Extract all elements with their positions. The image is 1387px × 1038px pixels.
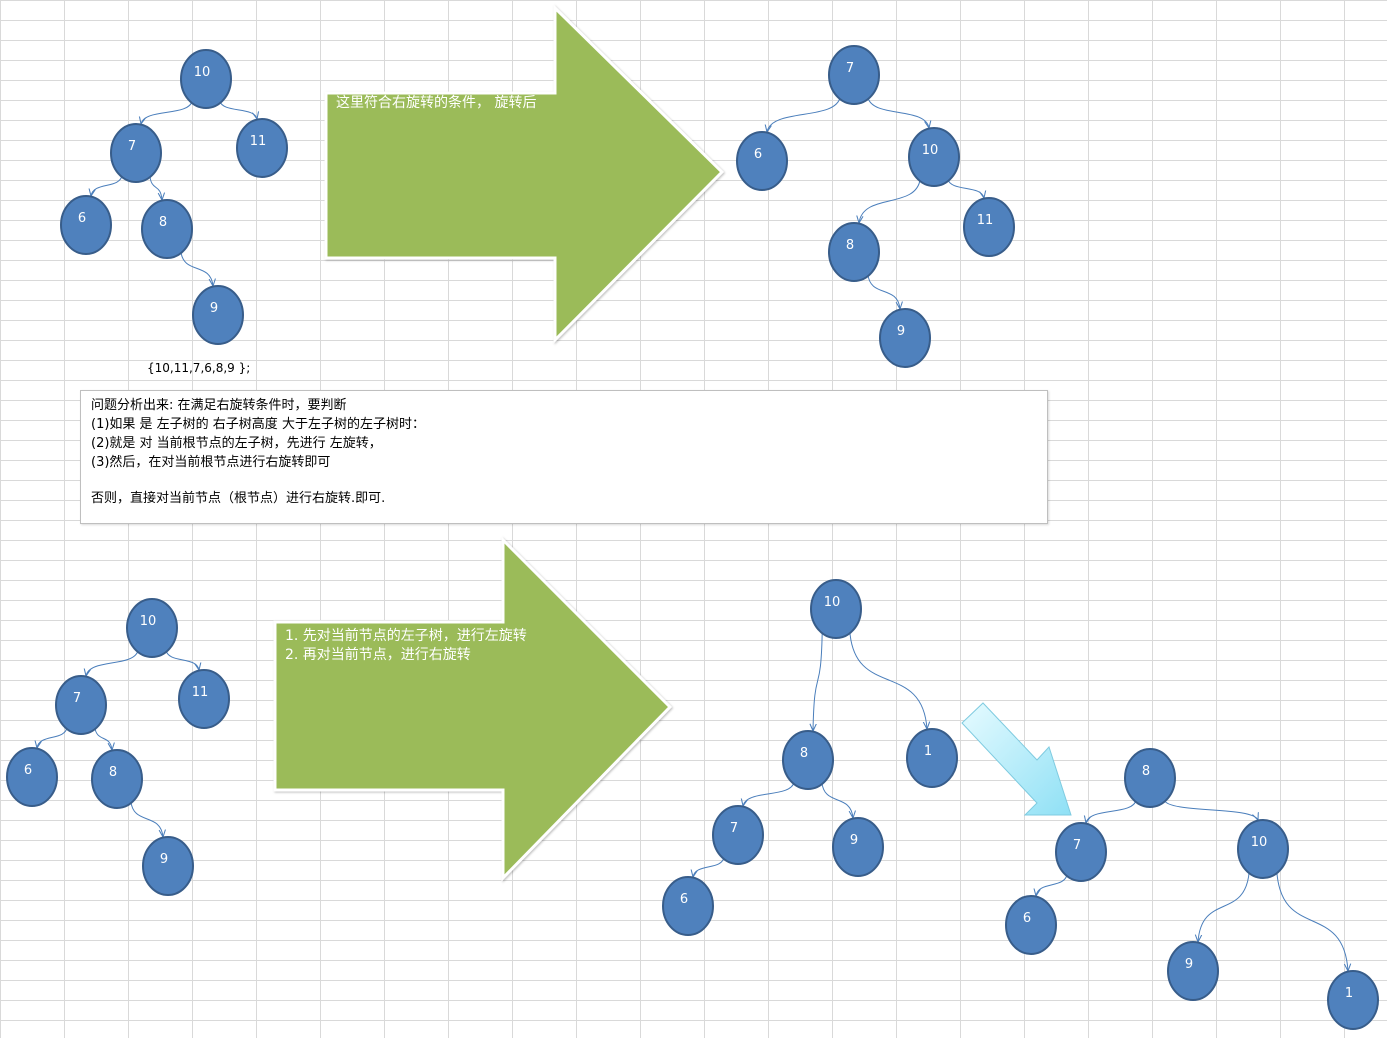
tree-node-label: 10: [824, 595, 841, 610]
tree-node-label: 10: [194, 65, 211, 80]
tree-node-t5-9: [1167, 941, 1219, 1001]
tree-node-label: 6: [1023, 911, 1031, 926]
edge-t2-7-to-t2-10: [867, 96, 929, 128]
tree-node-label: 10: [1251, 835, 1268, 850]
tree-node-label: 10: [140, 614, 157, 629]
analysis-line-3: (2)就是 对 当前根节点的左子树，先进行 左旋转，: [91, 436, 382, 451]
tree-node-label: 7: [1073, 838, 1081, 853]
tree-node-t4-1: [906, 728, 958, 788]
tree-node-t1-11: [236, 118, 288, 178]
arrow-bottom-line-1: 1. 先对当前节点的左子树，进行左旋转: [285, 627, 527, 644]
tree-node-label: 11: [192, 685, 209, 700]
tree-node-t2-11: [963, 197, 1015, 257]
tree-node-t4-6: [662, 876, 714, 936]
edge-t4-10-to-t4-8: [813, 630, 823, 731]
tree-node-t3-6: [6, 747, 58, 807]
tree-node-label: 6: [78, 211, 86, 226]
edge-t3-10-to-t3-11: [165, 649, 199, 670]
tree-node-label: 7: [846, 61, 854, 76]
arrow-top-text: 这里符合右旋转的条件， 旋转后: [336, 94, 536, 111]
arrow-bottom-line-2: 2. 再对当前节点，进行右旋转: [285, 646, 471, 663]
edge-t1-10-to-t1-11: [219, 100, 257, 119]
big-arrow-bottom: [273, 536, 673, 882]
tree-node-label: 6: [680, 892, 688, 907]
tree-node-t1-6: [60, 195, 112, 255]
edge-t5-7-to-t5-6: [1036, 873, 1068, 896]
edge-t1-8-to-t1-9: [180, 250, 213, 286]
tree-node-label: 6: [754, 147, 762, 162]
tree-node-label: 8: [109, 765, 117, 780]
edge-t3-7-to-t3-6: [37, 726, 68, 748]
tree-node-label: 9: [897, 324, 905, 339]
edge-t5-8-to-t5-7: [1086, 799, 1137, 823]
tree-node-t5-7: [1055, 822, 1107, 882]
analysis-else-line: 否则，直接对当前节点（根节点）进行右旋转.即可.: [91, 491, 386, 506]
tree-node-t1-7: [110, 123, 162, 183]
tree-node-t2-10: [908, 127, 960, 187]
edge-t1-10-to-t1-7: [141, 100, 193, 124]
edge-t3-8-to-t3-9: [130, 800, 163, 837]
edge-t3-10-to-t3-7: [86, 649, 139, 676]
edge-t4-10-to-t4-1: [849, 630, 927, 729]
edge-t3-7-to-t3-8: [94, 726, 112, 750]
edge-t4-8-to-t4-7: [743, 781, 795, 806]
tree-node-label: 11: [977, 213, 994, 228]
edge-t5-10-to-t5-9: [1198, 870, 1250, 942]
tree-node-t3-7: [55, 675, 107, 735]
tree-node-t2-8: [828, 222, 880, 282]
tree-node-label: 7: [730, 821, 738, 836]
tree-node-label: 10: [922, 143, 939, 158]
tree-node-t5-8: [1124, 748, 1176, 808]
edge-t1-7-to-t1-6: [91, 174, 123, 196]
tree-node-t1-8: [141, 199, 193, 259]
tree-node-label: 11: [250, 134, 267, 149]
analysis-line-1: 问题分析出来: 在满足右旋转条件时，要判断: [91, 398, 347, 413]
tree-node-t3-8: [91, 749, 143, 809]
tree-node-t2-7: [828, 45, 880, 105]
tree-node-t3-10: [126, 598, 178, 658]
edge-t2-8-to-t2-9: [867, 273, 900, 309]
tree-node-t5-10: [1237, 819, 1289, 879]
tree-node-label: 1: [1345, 986, 1353, 1001]
tree-node-t3-9: [142, 836, 194, 896]
tree-node-label: 9: [1185, 957, 1193, 972]
tree-node-t4-9: [832, 817, 884, 877]
tree-node-label: 7: [73, 691, 81, 706]
analysis-line-4: (3)然后，在对当前根节点进行右旋转即可: [91, 455, 331, 470]
tree-node-t4-7: [712, 805, 764, 865]
analysis-line-2: (1)如果 是 左子树的 右子树高度 大于左子树的左子树时：: [91, 417, 425, 432]
array-caption: {10,11,7,6,8,9 };: [147, 361, 251, 375]
tree-node-t4-8: [782, 730, 834, 790]
big-arrow-top: [324, 4, 725, 344]
tree-node-t2-9: [879, 308, 931, 368]
edge-t2-7-to-t2-6: [767, 96, 841, 132]
analysis-text-box: 问题分析出来: 在满足右旋转条件时，要判断 (1)如果 是 左子树的 右子树高度…: [80, 390, 1048, 524]
edge-t1-7-to-t1-8: [149, 174, 162, 200]
tree-node-t1-9: [192, 285, 244, 345]
tree-node-label: 8: [846, 238, 854, 253]
tree-node-t1-10: [180, 49, 232, 109]
tree-node-label: 9: [210, 301, 218, 316]
tree-node-label: 9: [850, 833, 858, 848]
edge-t4-7-to-t4-6: [693, 856, 725, 877]
small-cyan-arrow: [961, 702, 1072, 816]
tree-node-t5-1: [1327, 970, 1379, 1030]
edge-t2-10-to-t2-8: [859, 178, 921, 223]
tree-node-label: 1: [924, 744, 932, 759]
edge-t2-10-to-t2-11: [947, 178, 984, 198]
tree-node-label: 8: [800, 746, 808, 761]
tree-node-label: 8: [159, 215, 167, 230]
tree-node-label: 8: [1142, 764, 1150, 779]
tree-node-label: 7: [128, 139, 136, 154]
tree-node-t3-11: [178, 669, 230, 729]
edge-t5-10-to-t5-1: [1276, 870, 1348, 971]
tree-node-label: 6: [24, 763, 32, 778]
tree-node-t4-10: [810, 579, 862, 639]
edge-t4-8-to-t4-9: [821, 781, 853, 818]
tree-node-t2-6: [736, 131, 788, 191]
edge-t5-8-to-t5-10: [1163, 799, 1258, 820]
tree-node-t5-6: [1005, 895, 1057, 955]
tree-node-label: 9: [160, 852, 168, 867]
